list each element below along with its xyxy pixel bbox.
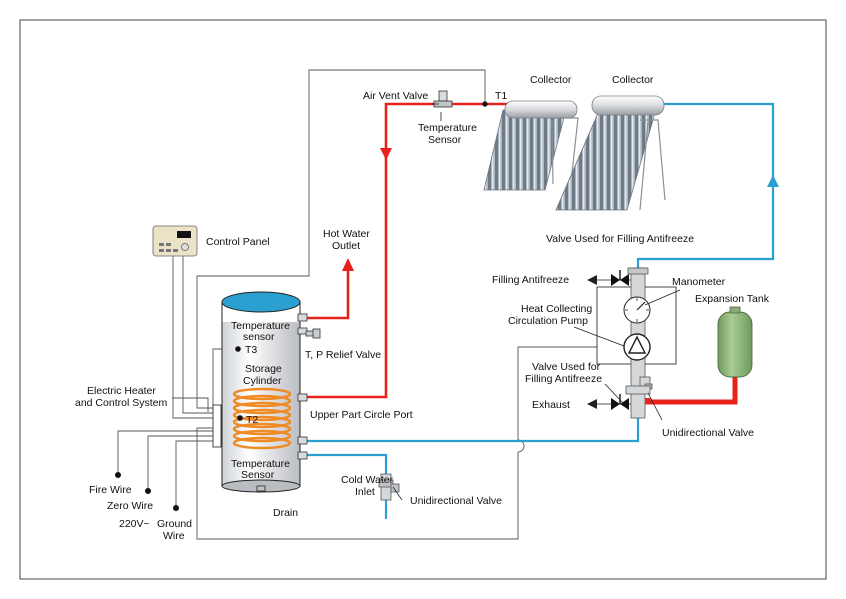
storage-cylinder-label-1: Storage [245, 363, 282, 375]
filling-antifreeze-label: Filling Antifreeze [492, 274, 569, 286]
tp-relief-valve-label: T, P Relief Valve [305, 349, 381, 361]
tank-temperature-sensor-top-label-1: Temperature [231, 320, 290, 332]
ground-wire-label-2: Wire [163, 530, 185, 542]
heat-collecting-pump-label-1: Heat Collecting [521, 303, 592, 315]
tank-temperature-sensor-bottom-label-2: Sensor [241, 469, 275, 481]
storage-cylinder-label-2: Cylinder [243, 375, 282, 387]
electric-heater-label-1: Electric Heater [87, 385, 156, 397]
collector-right [555, 95, 666, 211]
hot-outlet-arrow [342, 258, 354, 271]
heat-collecting-pump-label-2: Circulation Pump [508, 315, 588, 327]
hot-water-outlet-label-2: Outlet [332, 240, 360, 252]
collector-label-2: Collector [612, 74, 654, 86]
valve-filling-antifreeze-bottom-label-2: Filling Antifreeze [525, 373, 602, 385]
upper-part-circle-port-label: Upper Part Circle Port [310, 409, 413, 421]
unidirectional-valve-right-label: Unidirectional Valve [662, 427, 754, 439]
cold-water-inlet-label-1: Cold Water [341, 474, 394, 486]
t3-label: T3 [245, 344, 257, 356]
fire-wire-label: Fire Wire [89, 484, 132, 496]
air-vent-valve [433, 90, 453, 108]
control-panel-label: Control Panel [206, 236, 270, 248]
t1-label: T1 [495, 90, 507, 102]
zero-wire-terminal [145, 488, 151, 494]
valve-filling-antifreeze-top-label: Valve Used for Filling Antifreeze [546, 233, 694, 245]
hot-flow-arrow [380, 148, 392, 160]
leader-lines [392, 103, 681, 501]
electric-heater-label-2: and Control System [75, 397, 167, 409]
tank-temperature-sensor-top-label-2: sensor [243, 331, 275, 343]
filling-valve-top [587, 270, 631, 286]
pump-station [596, 267, 677, 419]
drain-label: Drain [273, 507, 298, 519]
electric-heater-element [212, 404, 222, 448]
tank-ports [297, 313, 308, 460]
tank-temperature-sensor-bottom-label-1: Temperature [231, 458, 290, 470]
t3-dot [235, 346, 241, 352]
exhaust-label: Exhaust [532, 399, 570, 411]
manometer-label: Manometer [672, 276, 726, 288]
valve-filling-antifreeze-bottom-label-1: Valve Used for [532, 361, 601, 373]
cold-water-inlet-label-2: Inlet [355, 486, 375, 498]
expansion-tank-device [717, 306, 753, 378]
hot-water-outlet-label-1: Hot Water [323, 228, 370, 240]
ground-wire-label-1: Ground [157, 518, 192, 530]
air-vent-valve-label: Air Vent Valve [363, 90, 428, 102]
outer-frame [19, 19, 827, 580]
control-wiring [117, 69, 638, 540]
unidirectional-valve-bottom-device [378, 473, 400, 501]
fire-wire-terminal [115, 472, 121, 478]
collector-left [483, 100, 579, 191]
t2-label: T2 [246, 414, 258, 426]
expansion-tank-pipe [645, 375, 738, 405]
zero-wire-label: Zero Wire [107, 500, 153, 512]
cold-return-arrow [767, 175, 779, 187]
control-panel-device [152, 225, 198, 257]
temperature-sensor-top-label-2: Sensor [428, 134, 462, 146]
t1-junction [482, 101, 488, 107]
heating-coil [232, 387, 292, 450]
voltage-label: 220V~ [119, 518, 150, 530]
ground-wire-terminal [173, 505, 179, 511]
expansion-tank-label: Expansion Tank [695, 293, 770, 305]
filling-valve-bottom [587, 394, 631, 410]
t2-dot [237, 415, 243, 421]
tp-relief-valve [305, 328, 321, 339]
unidirectional-valve-bottom-label: Unidirectional Valve [410, 495, 502, 507]
temperature-sensor-top-label-1: Temperature [418, 122, 477, 134]
collector-label-1: Collector [530, 74, 572, 86]
